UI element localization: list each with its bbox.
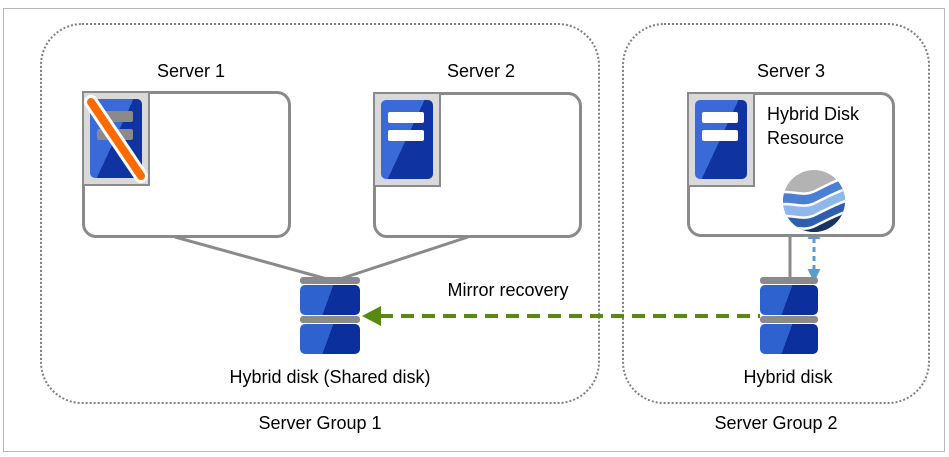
server-led-bar <box>702 130 738 141</box>
hybrid-disk-resource-icon <box>783 170 845 232</box>
server-icon <box>687 92 755 187</box>
server-led-bar <box>388 112 424 123</box>
server-1-name: Server 1 <box>156 61 226 81</box>
server-group-2-boundary <box>622 23 930 404</box>
disk-platter <box>300 324 360 354</box>
server-group-1-label: Server Group 1 <box>258 413 382 433</box>
hybrid-disk-shared-label: Hybrid disk (Shared disk) <box>229 367 431 387</box>
server-tower <box>381 100 433 179</box>
server-icon <box>373 92 441 187</box>
disk-bar <box>300 277 360 284</box>
server-led-bar <box>388 130 424 141</box>
disk-bar <box>760 316 818 323</box>
outer-frame <box>3 8 945 452</box>
disk-platter <box>760 324 818 354</box>
server-led-bar <box>702 112 738 123</box>
server-2-name: Server 2 <box>446 61 516 81</box>
hybrid-disk-label: Hybrid disk <box>743 367 833 387</box>
server-led-bar <box>97 111 133 122</box>
server-group-2-label: Server Group 2 <box>714 413 838 433</box>
failed-server-icon <box>82 91 150 186</box>
server-3-name: Server 3 <box>756 61 826 81</box>
hybrid-disk-resource-label: Hybrid Disk Resource <box>767 104 860 148</box>
mirror-recovery-label: Mirror recovery <box>447 280 569 300</box>
server-tower <box>695 100 747 179</box>
disk-bar <box>760 277 818 284</box>
disk-bar <box>300 316 360 323</box>
hybrid-disk-icon <box>760 277 818 354</box>
failure-slash-icon <box>84 95 148 183</box>
disk-platter <box>300 285 360 315</box>
disk-platter <box>760 285 818 315</box>
hybrid-disk-shared-icon <box>300 277 360 354</box>
server-group-1-boundary <box>40 23 600 404</box>
